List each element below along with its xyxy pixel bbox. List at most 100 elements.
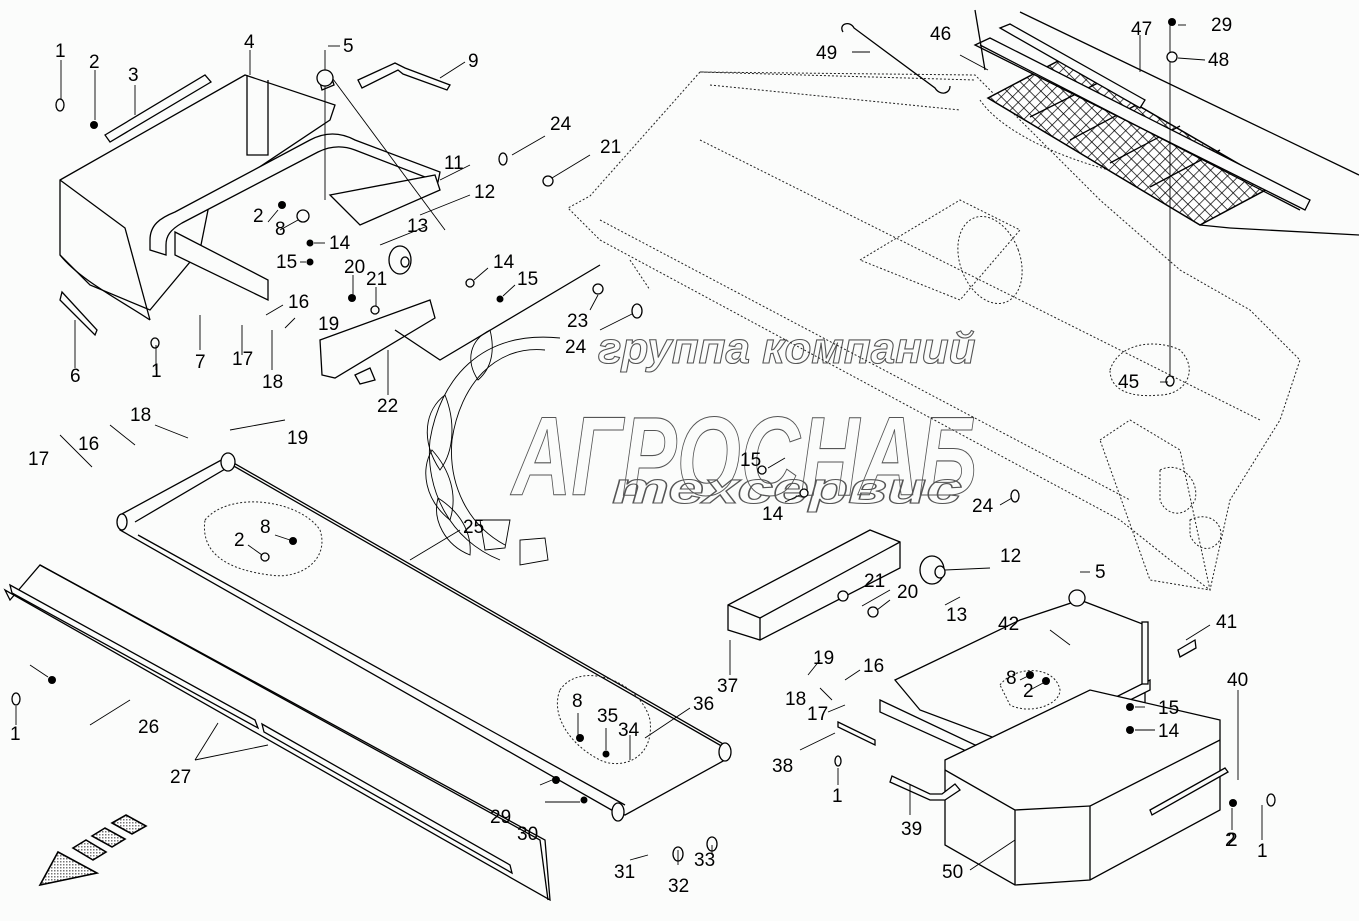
part-4-shroud [59, 74, 336, 321]
watermark-logo: группа компаний АГРОСНАБ техсервис [425, 323, 978, 566]
callout-21: 21 [600, 137, 621, 158]
callout-38: 38 [772, 756, 793, 777]
watermark-line1: группа компаний [598, 324, 976, 373]
callout-5: 5 [343, 36, 354, 57]
leader-lines [15, 24, 1263, 871]
part-13-bushing [919, 555, 946, 585]
part-50-shroud [944, 689, 1229, 886]
callout-24: 24 [972, 496, 994, 517]
part-38-39-41-brackets [837, 638, 1197, 801]
callout-47: 47 [1131, 19, 1152, 40]
callout-41: 41 [1216, 612, 1237, 633]
part-9-bracket [357, 62, 451, 91]
callout-20: 20 [897, 582, 918, 603]
callout-18: 18 [785, 689, 806, 710]
callout-18: 18 [130, 405, 151, 426]
callout-2: 2 [1023, 681, 1034, 702]
callout-26: 26 [138, 717, 159, 738]
part-49-hook [841, 22, 951, 94]
callout-14: 14 [329, 233, 351, 254]
callout-6: 6 [70, 366, 81, 387]
callout-48: 48 [1208, 50, 1229, 71]
callout-40: 40 [1227, 670, 1248, 691]
part-47-rail [973, 9, 1359, 236]
part-25-frame [116, 452, 732, 822]
callout-27: 27 [170, 767, 191, 788]
callout-21: 21 [366, 269, 387, 290]
callout-42: 42 [998, 614, 1019, 635]
part-3-strip [104, 74, 212, 143]
watermark-line3: техсервис [612, 464, 962, 513]
callout-17: 17 [807, 704, 828, 725]
part-22-bracket [319, 264, 601, 385]
callout-19: 19 [813, 648, 834, 669]
callout-24: 24 [550, 114, 572, 135]
callout-2: 2 [1227, 830, 1238, 851]
callout-14: 14 [1158, 721, 1180, 742]
callout-20: 20 [344, 257, 365, 278]
callout-12: 12 [1000, 546, 1021, 567]
callout-19: 19 [287, 428, 308, 449]
callout-31: 31 [614, 862, 635, 883]
combine-frame-outline [567, 71, 1301, 591]
callout-16: 16 [288, 292, 309, 313]
part-labels: 1 2 3 4 5 9 24 21 11 12 13 2 8 14 15 20 … [10, 15, 1268, 897]
callout-17: 17 [28, 449, 49, 470]
callout-18: 18 [262, 372, 283, 393]
callout-5: 5 [1095, 562, 1106, 583]
callout-4: 4 [244, 32, 255, 53]
part-27-strips [9, 583, 513, 875]
callout-7: 7 [195, 352, 206, 373]
callout-35: 35 [597, 706, 618, 727]
callout-2: 2 [253, 206, 264, 227]
callout-8: 8 [260, 517, 271, 538]
callout-49: 49 [816, 43, 837, 64]
callout-3: 3 [128, 65, 139, 86]
callout-1: 1 [10, 724, 21, 745]
bolts [11, 98, 1276, 862]
callout-2: 2 [234, 530, 245, 551]
callout-13: 13 [946, 605, 967, 626]
callout-8: 8 [1006, 668, 1017, 689]
callout-16: 16 [863, 656, 884, 677]
callout-25: 25 [463, 517, 484, 538]
callout-8: 8 [572, 691, 583, 712]
callout-14: 14 [762, 504, 784, 525]
callout-29: 29 [1211, 15, 1232, 36]
callout-1: 1 [151, 361, 162, 382]
callout-15: 15 [740, 450, 761, 471]
callout-22: 22 [377, 396, 398, 417]
callout-30: 30 [517, 824, 538, 845]
callout-46: 46 [930, 24, 951, 45]
callout-19: 19 [318, 314, 339, 335]
callout-15: 15 [276, 252, 297, 273]
direction-arrow [38, 814, 148, 887]
callout-16: 16 [78, 434, 99, 455]
part-6-bracket [59, 290, 98, 337]
callout-8: 8 [275, 219, 286, 240]
callout-1: 1 [832, 786, 843, 807]
callout-33: 33 [694, 850, 715, 871]
callout-34: 34 [618, 720, 640, 741]
callout-36: 36 [693, 694, 714, 715]
callout-15: 15 [1158, 698, 1179, 719]
callout-23: 23 [567, 311, 588, 332]
callout-37: 37 [717, 676, 738, 697]
callout-39: 39 [901, 819, 922, 840]
part-11-tube-frame [149, 133, 441, 302]
callout-21: 21 [864, 571, 885, 592]
part-12-bushing [388, 245, 412, 275]
callout-12: 12 [474, 182, 495, 203]
part-37-beam [727, 529, 901, 641]
callout-1: 1 [55, 41, 66, 62]
callout-32: 32 [668, 876, 689, 897]
callout-2: 2 [1225, 830, 1236, 851]
callout-50: 50 [942, 862, 963, 883]
watermark-line2: АГРОСНАБ [510, 394, 977, 519]
callout-45: 45 [1118, 372, 1139, 393]
fasteners [48, 18, 1237, 807]
callout-24: 24 [565, 337, 587, 358]
callout-9: 9 [468, 51, 479, 72]
part-46-grille [986, 59, 1277, 226]
